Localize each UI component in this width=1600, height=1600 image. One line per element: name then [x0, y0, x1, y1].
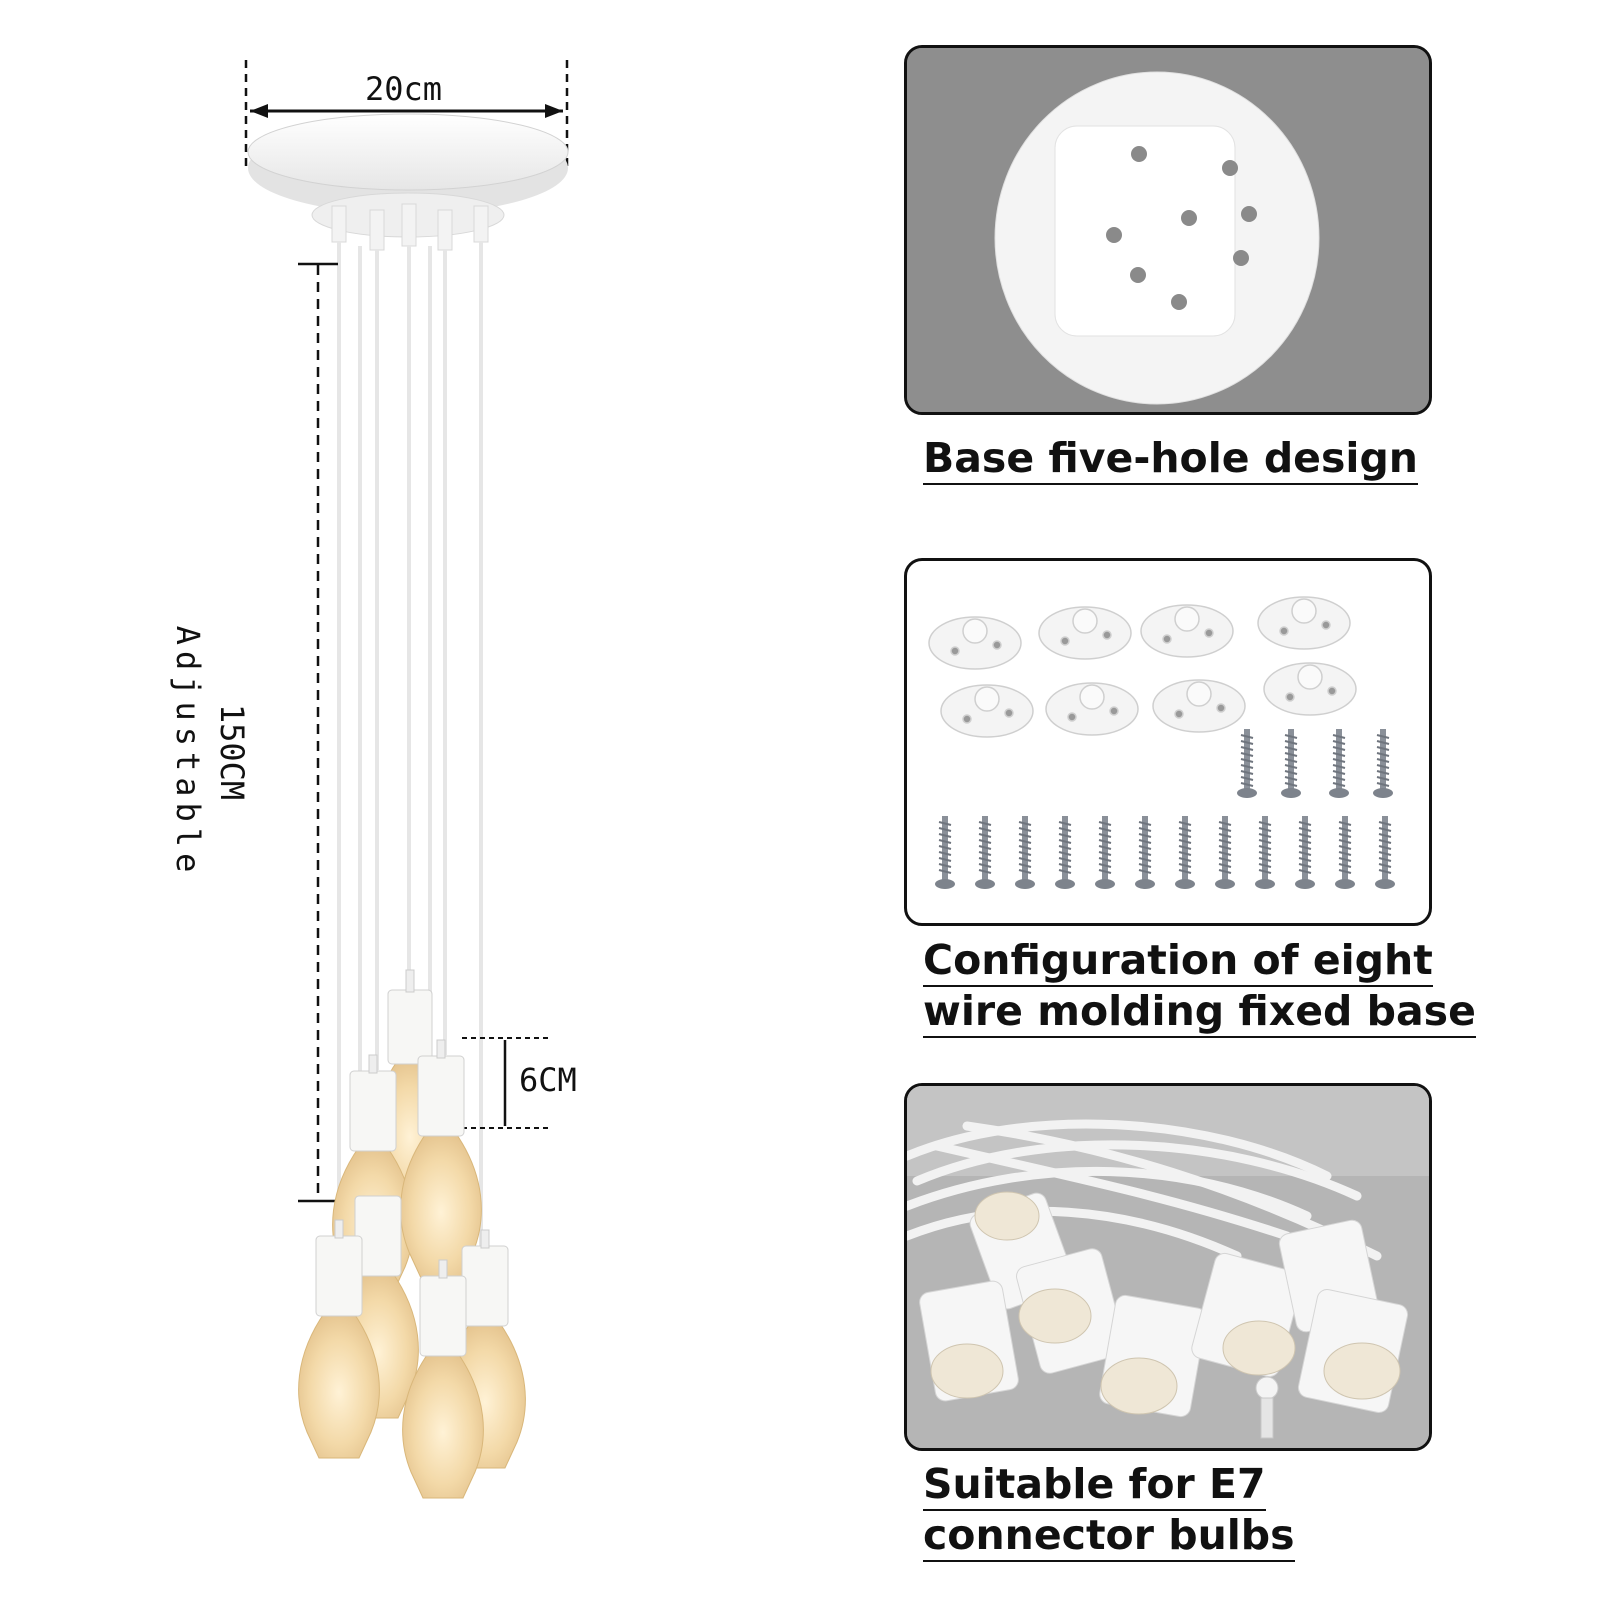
- width-label: 20cm: [365, 70, 443, 108]
- socket-caption-line-2: connector bulbs: [923, 1511, 1295, 1562]
- cord-grip-base: [1045, 682, 1139, 736]
- pendant-light-diagram: [244, 60, 569, 1499]
- hardware-kit-photo: [928, 596, 1395, 889]
- length-dimension: [298, 262, 338, 1203]
- lamp-socket: [1297, 1288, 1409, 1414]
- socket-caption: Suitable for E7 connector bulbs: [923, 1460, 1295, 1562]
- screw: [975, 816, 995, 889]
- lamp-socket: [1191, 1252, 1303, 1378]
- base-caption: Base five-hole design: [923, 434, 1418, 485]
- socket-photo-panel: [904, 1083, 1432, 1451]
- hardware-caption: Configuration of eight wire molding fixe…: [923, 936, 1476, 1038]
- screw: [1373, 729, 1393, 798]
- hardware-caption-line-1: Configuration of eight: [923, 936, 1433, 987]
- screw: [1295, 816, 1315, 889]
- lamp-socket: [1099, 1294, 1207, 1418]
- screw: [1055, 816, 1075, 889]
- socket-cords-photo: [907, 1086, 1429, 1448]
- screw: [1095, 816, 1115, 889]
- bulb: [402, 1259, 484, 1499]
- socket-caption-line-1: Suitable for E7: [923, 1460, 1266, 1511]
- screw: [1015, 816, 1035, 889]
- hardware-caption-line-2: wire molding fixed base: [923, 987, 1476, 1038]
- screw: [1335, 816, 1355, 889]
- lamp-socket: [1016, 1248, 1126, 1374]
- cord-grip-base: [1038, 606, 1132, 660]
- adjustable-label: Adjustable: [169, 625, 207, 879]
- cord-grip-base: [1263, 662, 1357, 716]
- screw: [1255, 816, 1275, 889]
- length-label: 150CM: [213, 703, 251, 801]
- screw: [1375, 816, 1395, 889]
- screw: [935, 816, 955, 889]
- socket-dimension: [462, 1037, 552, 1129]
- cord-grip-base: [1140, 604, 1234, 658]
- screw: [1215, 816, 1235, 889]
- lamp-socket: [919, 1280, 1019, 1402]
- socket-length-label: 6CM: [519, 1061, 577, 1099]
- screw-row: [935, 816, 1395, 889]
- screw: [1175, 816, 1195, 889]
- screw: [1135, 816, 1155, 889]
- cord-grip-base: [940, 684, 1034, 738]
- screw-row: [1237, 729, 1393, 798]
- base-caption-line-1: Base five-hole design: [923, 434, 1418, 485]
- hardware-panel: [904, 558, 1432, 926]
- base-photo-panel: [904, 45, 1432, 415]
- cord-grip-base: [1152, 679, 1246, 733]
- cord-grip-base: [1257, 596, 1351, 650]
- ceiling-base-photo: [907, 48, 1429, 412]
- screw: [1281, 729, 1301, 798]
- cord-grip-base: [928, 616, 1022, 670]
- pendant-cords: [337, 242, 483, 1280]
- bulb: [298, 1219, 380, 1459]
- screw: [1329, 729, 1349, 798]
- width-dimension: [244, 60, 569, 172]
- screw: [1237, 729, 1257, 798]
- ceiling-canopy: [247, 113, 569, 251]
